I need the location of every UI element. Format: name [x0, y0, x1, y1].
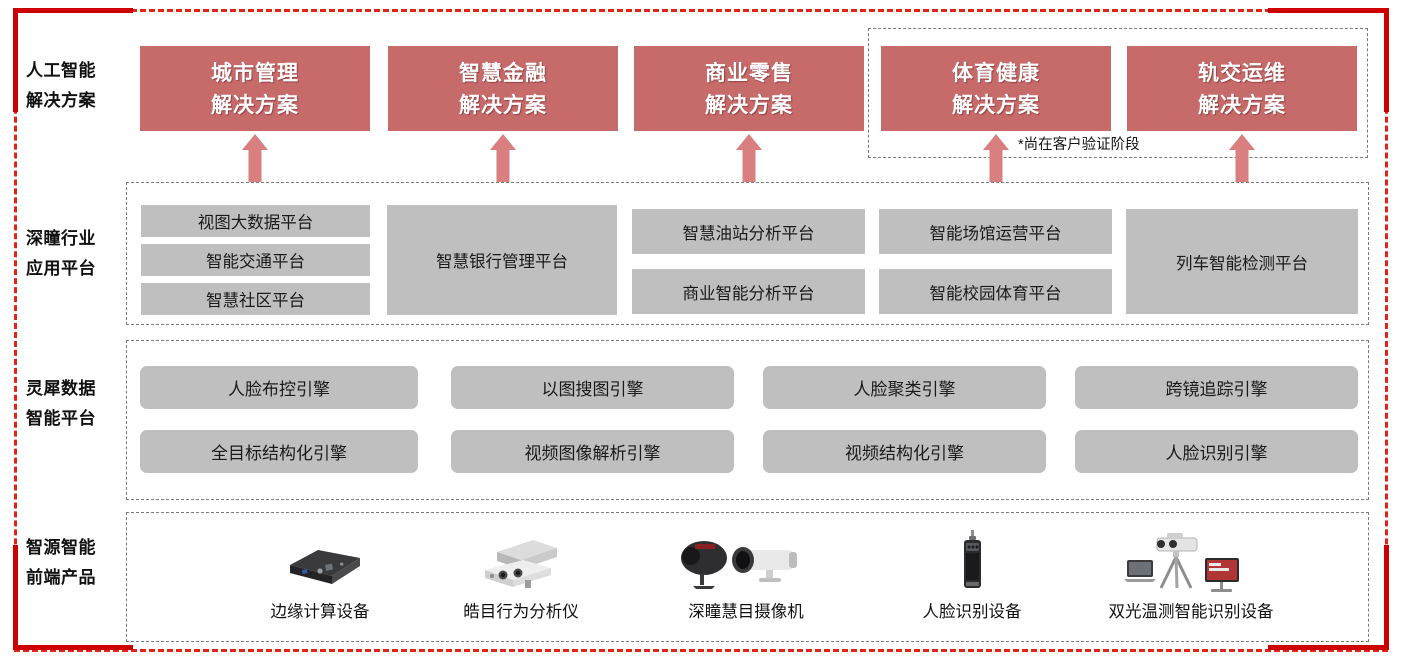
- frame-corner-top-right-horizontal: [1268, 8, 1389, 13]
- engine-tile-video-image-parsing[interactable]: 视频图像解析引擎: [451, 430, 734, 473]
- frame-corner-bottom-right-vertical: [1384, 545, 1389, 650]
- solution-card-line2: 解决方案: [459, 91, 547, 117]
- row-label-data-intelligence: 灵犀数据 智能平台: [26, 374, 131, 434]
- product-face-terminal[interactable]: 人脸识别设备: [882, 530, 1062, 622]
- solution-card-line1: 智慧金融: [459, 59, 547, 85]
- camera-pair-icon: [656, 530, 836, 592]
- solution-card-line2: 解决方案: [1198, 91, 1286, 117]
- product-huimu-camera[interactable]: 深瞳慧目摄像机: [656, 530, 836, 622]
- solution-card-line1: 城市管理: [211, 59, 299, 85]
- frame-corner-bottom-left-vertical: [13, 545, 18, 650]
- validation-stage-note: *尚在客户验证阶段: [1018, 137, 1140, 153]
- frame-corner-top-left-vertical: [13, 8, 18, 112]
- row-label-line1: 智源智能: [26, 538, 96, 557]
- engine-tile-image-search[interactable]: 以图搜图引擎: [451, 366, 734, 409]
- platform-tile-smart-bank[interactable]: 智慧银行管理平台: [387, 205, 617, 315]
- up-arrow-icon-1: [242, 134, 268, 182]
- frame-corner-top-left-horizontal: [13, 8, 133, 13]
- row-label-line1: 深瞳行业: [26, 229, 96, 248]
- product-label: 双光温测智能识别设备: [1108, 603, 1274, 621]
- platform-tile-train-inspection[interactable]: 列车智能检测平台: [1126, 209, 1358, 314]
- platform-tile-view-bigdata[interactable]: 视图大数据平台: [141, 205, 370, 237]
- platform-tile-smart-community[interactable]: 智慧社区平台: [141, 283, 370, 315]
- engine-tile-video-structuring[interactable]: 视频结构化引擎: [763, 430, 1046, 473]
- engine-tile-face-recognition[interactable]: 人脸识别引擎: [1075, 430, 1358, 473]
- frame-corner-bottom-right-horizontal: [1268, 645, 1389, 650]
- platform-tile-venue-operation[interactable]: 智能场馆运营平台: [879, 209, 1112, 254]
- validation-stage-dashed-group: [868, 28, 1368, 158]
- dual-light-thermal-icon: [1101, 530, 1281, 592]
- frame-corner-bottom-left-horizontal: [13, 645, 133, 650]
- platform-tile-gas-station-analysis[interactable]: 智慧油站分析平台: [632, 209, 865, 254]
- row-label-line2: 前端产品: [26, 568, 96, 587]
- product-label: 边缘计算设备: [270, 603, 370, 621]
- solution-card-line1: 轨交运维: [1198, 59, 1286, 85]
- product-behavior-analyzer[interactable]: 皓目行为分析仪: [431, 530, 611, 622]
- engine-tile-face-control[interactable]: 人脸布控引擎: [140, 366, 418, 409]
- frontend-products-section: [126, 512, 1369, 642]
- solution-card-line1: 商业零售: [705, 59, 793, 85]
- solution-card-line1: 体育健康: [952, 59, 1040, 85]
- engine-tile-cross-camera-tracking[interactable]: 跨镜追踪引擎: [1075, 366, 1358, 409]
- solution-card-city-management[interactable]: 城市管理 解决方案: [140, 46, 370, 131]
- product-label: 人脸识别设备: [922, 603, 1022, 621]
- row-label-line2: 智能平台: [26, 409, 96, 428]
- product-label: 深瞳慧目摄像机: [688, 603, 804, 621]
- solution-card-rail-transit-om[interactable]: 轨交运维 解决方案: [1127, 46, 1357, 131]
- row-label-line1: 灵犀数据: [26, 379, 96, 398]
- product-edge-computing[interactable]: 边缘计算设备: [230, 530, 410, 622]
- solution-card-commercial-retail[interactable]: 商业零售 解决方案: [634, 46, 864, 131]
- behavior-analyzer-icon: [431, 530, 611, 592]
- solution-card-line2: 解决方案: [952, 91, 1040, 117]
- row-label-line2: 解决方案: [26, 91, 96, 110]
- solution-card-smart-finance[interactable]: 智慧金融 解决方案: [388, 46, 618, 131]
- solution-card-sports-health[interactable]: 体育健康 解决方案: [881, 46, 1111, 131]
- edge-computing-box-icon: [230, 530, 410, 592]
- engine-tile-full-target-structuring[interactable]: 全目标结构化引擎: [140, 430, 418, 473]
- industry-platform-section: [126, 182, 1369, 325]
- product-label: 皓目行为分析仪: [463, 603, 579, 621]
- product-dual-light-thermal[interactable]: 双光温测智能识别设备: [1101, 530, 1281, 622]
- up-arrow-icon-2: [490, 134, 516, 182]
- row-label-ai-solutions: 人工智能 解决方案: [26, 56, 131, 116]
- platform-tile-smart-traffic[interactable]: 智能交通平台: [141, 244, 370, 276]
- data-intelligence-section: [126, 340, 1369, 500]
- row-label-line1: 人工智能: [26, 61, 96, 80]
- face-terminal-icon: [882, 530, 1062, 592]
- up-arrow-icon-3: [736, 134, 762, 182]
- row-label-line2: 应用平台: [26, 259, 96, 278]
- up-arrow-icon-5: [1229, 134, 1255, 182]
- frame-corner-top-right-vertical: [1384, 8, 1389, 112]
- row-label-frontend-products: 智源智能 前端产品: [26, 533, 131, 593]
- engine-tile-face-clustering[interactable]: 人脸聚类引擎: [763, 366, 1046, 409]
- row-label-industry-platforms: 深瞳行业 应用平台: [26, 224, 131, 284]
- platform-tile-campus-sports[interactable]: 智能校园体育平台: [879, 269, 1112, 314]
- solution-card-line2: 解决方案: [211, 91, 299, 117]
- solution-card-line2: 解决方案: [705, 91, 793, 117]
- up-arrow-icon-4: [983, 134, 1009, 182]
- platform-tile-business-intelligence[interactable]: 商业智能分析平台: [632, 269, 865, 314]
